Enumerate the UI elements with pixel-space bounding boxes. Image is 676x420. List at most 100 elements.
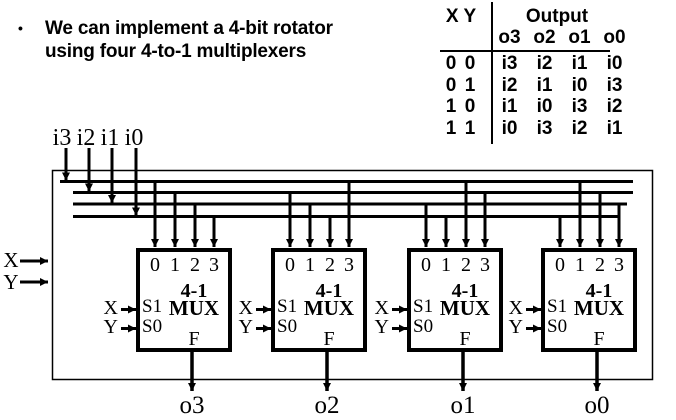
table-divider: [491, 2, 493, 144]
table-cell-y: 1: [464, 118, 476, 139]
mux-data-input-label: 3: [344, 254, 354, 276]
table-cell-x: 1: [445, 118, 457, 139]
mux-f-label: F: [323, 328, 335, 350]
mux-select1-label: S1: [413, 296, 434, 317]
table-subheader-cell: o0: [603, 27, 626, 48]
mux-select1-label: S1: [142, 296, 163, 317]
mux-data-input-label: 2: [595, 254, 605, 276]
table-header-rule: [440, 50, 610, 52]
table-cell-y: 0: [464, 53, 476, 74]
mux-title-line1: 4-1: [451, 280, 479, 302]
table-row: 0 0 i3 i2 i1 i0: [437, 53, 642, 74]
bus-lines: [60, 180, 633, 218]
table-cell-output: i0: [501, 118, 518, 139]
table-header-row: X Y Output: [437, 6, 642, 27]
mux-box-rect: [271, 248, 367, 352]
mux-select0-label: S0: [413, 316, 434, 337]
mux-title-line2: MUX: [573, 296, 625, 320]
mux-block-o1: 0 1 2 3 S1 S0 4-1 MUX F X Y o1: [375, 250, 501, 418]
mux-data-input-label: 3: [480, 254, 490, 276]
mux-y-label: Y: [374, 316, 389, 338]
mux-x-label: X: [508, 297, 523, 319]
mux-f-label: F: [188, 328, 200, 350]
mux-title-line2: MUX: [168, 296, 220, 320]
mux-y-label: Y: [508, 316, 523, 338]
table-cell-output: i1: [606, 118, 623, 139]
table-subheader-cell: o3: [498, 27, 521, 48]
mux-data-input-label: 1: [575, 254, 585, 276]
table-cell-output: i0: [571, 75, 588, 96]
input-label-i0: i0: [124, 125, 144, 151]
input-label-i3: i3: [52, 125, 72, 151]
bullet-line1: We can implement a 4-bit rotator: [45, 18, 333, 39]
mux-data-input-label: 3: [614, 254, 624, 276]
output-label-o3: o3: [179, 392, 205, 419]
mux-data-input-label: 0: [150, 254, 160, 276]
mux-y-label: Y: [238, 316, 253, 338]
mux-block-o0: 0 1 2 3 S1 S0 4-1 MUX F X Y o0: [509, 250, 635, 418]
mux-data-input-label: 1: [305, 254, 315, 276]
mux-block-o3: 0 1 2 3 S1 S0 4-1 MUX F X Y o3: [104, 250, 230, 418]
table-cell-x: 1: [445, 96, 457, 117]
mux-select0-label: S0: [277, 316, 298, 337]
mux-x-label: X: [103, 297, 118, 319]
table-header-output: Output: [525, 6, 589, 27]
table-row: 1 1 i0 i3 i2 i1: [437, 118, 642, 139]
mux-data-input-label: 3: [209, 254, 219, 276]
output-label-o2: o2: [314, 392, 340, 419]
mux-data-input-label: 0: [555, 254, 565, 276]
mux-select0-label: S0: [142, 316, 163, 337]
mux-block-o2: 0 1 2 3 S1 S0 4-1 MUX F X Y o2: [239, 250, 365, 418]
mux-y-label: Y: [103, 316, 118, 338]
mux-input-drops: [151, 181, 623, 247]
table-cell-output: i2: [606, 96, 623, 117]
mux-data-input-label: 0: [421, 254, 431, 276]
table-cell-x: 0: [445, 53, 457, 74]
input-label-i1: i1: [100, 125, 120, 151]
table-cell-output: i2: [571, 118, 588, 139]
table-cell-output: i3: [571, 96, 588, 117]
mux-x-label: X: [374, 297, 389, 319]
input-label-i2: i2: [76, 125, 96, 151]
mux-select1-label: S1: [547, 296, 568, 317]
bullet-icon: •: [18, 20, 23, 36]
table-subheader-row: o3 o2 o1 o0: [437, 27, 642, 48]
truth-table: X Y Output o3 o2 o1 o0 0 0 i3 i2 i1 i0 0…: [437, 2, 642, 151]
table-cell-output: i0: [606, 53, 623, 74]
mux-data-input-label: 1: [441, 254, 451, 276]
mux-box-rect: [407, 248, 503, 352]
table-cell-y: 0: [464, 96, 476, 117]
table-cell-output: i3: [501, 53, 518, 74]
bit-input-arrows: [62, 148, 140, 216]
mux-x-label: X: [238, 297, 253, 319]
output-label-o0: o0: [584, 392, 610, 419]
mux-data-input-label: 2: [325, 254, 335, 276]
mux-f-label: F: [593, 328, 605, 350]
table-cell-output: i2: [536, 53, 553, 74]
bullet-line2: using four 4-to-1 multiplexers: [45, 41, 307, 62]
table-cell-output: i2: [501, 75, 518, 96]
xy-entry-arrows: [20, 257, 48, 286]
table-subheader-cell: o2: [533, 27, 556, 48]
mux-title-line1: 4-1: [315, 280, 343, 302]
mux-data-input-label: 1: [170, 254, 180, 276]
entry-x-label: X: [3, 248, 19, 272]
table-cell-output: i1: [571, 53, 588, 74]
mux-select0-label: S0: [547, 316, 568, 337]
enclosure-box: [51, 169, 654, 381]
table-cell-x: 0: [445, 75, 457, 96]
mux-select1-label: S1: [277, 296, 298, 317]
entry-y-label: Y: [3, 270, 19, 294]
select-arrows: [121, 305, 541, 333]
mux-title-line1: 4-1: [180, 280, 208, 302]
mux-data-input-label: 0: [285, 254, 295, 276]
table-row: 0 1 i2 i1 i0 i3: [437, 75, 642, 96]
table-cell-output: i3: [536, 118, 553, 139]
mux-title-line2: MUX: [303, 296, 355, 320]
table-row: 1 0 i1 i0 i3 i2: [437, 96, 642, 117]
output-arrows: [188, 350, 601, 391]
table-cell-output: i0: [536, 96, 553, 117]
mux-data-input-label: 2: [461, 254, 471, 276]
